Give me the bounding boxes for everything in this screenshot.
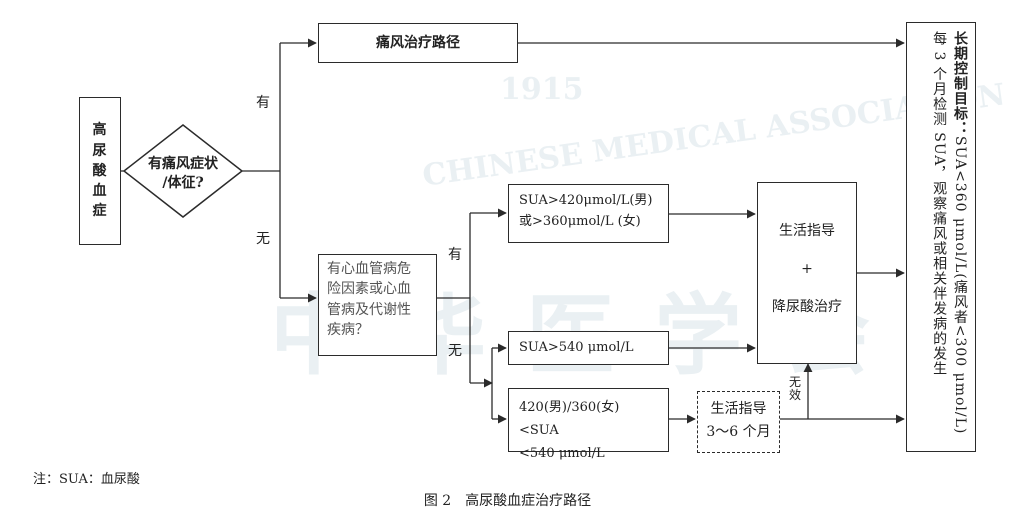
sua-range-line1: 420(男)/360(女)<SUA: [519, 400, 620, 438]
label-yes-cv: 有: [448, 247, 462, 263]
label-no-cv: 无: [448, 343, 462, 359]
treatment-line1: 生活指导: [779, 223, 835, 239]
decision-line1: 有痛风症状: [148, 156, 218, 172]
cv-line1: 有心血管病危: [327, 261, 411, 277]
node-treatment: 生活指导 + 降尿酸治疗: [757, 182, 857, 364]
node-long-term-goal: 长期控制目标：SUA<360 μmol/L(痛风者<300 μmol/L) 每 …: [906, 22, 976, 452]
goal-column-1: 长期控制目标：SUA<360 μmol/L(痛风者<300 μmol/L): [950, 31, 969, 443]
label-ineffective: 无效: [789, 375, 802, 403]
node-sua-male-female: SUA>420μmol/L(男) 或>360μmol/L (女): [508, 184, 669, 243]
sua-mf-line1: SUA>420μmol/L(男): [519, 193, 653, 208]
treatment-line2: +: [801, 260, 813, 277]
node-lifestyle-3-6: 生活指导 3～6 个月: [697, 391, 780, 453]
node-cv-question: 有心血管病危 险因素或心血 管病及代谢性 疾病？: [318, 254, 437, 356]
node-gout-path-label: 痛风治疗路径: [376, 34, 460, 51]
cv-line3: 管病及代谢性: [327, 301, 411, 318]
lifestyle-36-line1: 生活指导: [710, 401, 767, 417]
node-sua-540: SUA>540 μmol/L: [508, 331, 669, 365]
lifestyle-36-line2: 3～6 个月: [706, 424, 771, 441]
goal-title: 长期控制目标：: [952, 31, 968, 136]
decision-line2: /体征?: [162, 174, 204, 191]
goal-text-2: 每 3 个月检测 SUA，观察痛风或相关伴发病的发生: [931, 31, 948, 377]
treatment-line3: 降尿酸治疗: [772, 298, 842, 315]
sua-range-line2: <540 μmol/L: [519, 445, 605, 461]
node-hyperuricemia-label: 高尿酸血症: [92, 122, 108, 220]
goal-column-2: 每 3 个月检测 SUA，观察痛风或相关伴发病的发生: [929, 31, 948, 443]
figure-caption: 图 2 高尿酸血症治疗路径: [423, 493, 592, 509]
label-yes-gout: 有: [256, 95, 270, 111]
node-sua-540-label: SUA>540 μmol/L: [519, 340, 634, 355]
node-gout-path: 痛风治疗路径: [318, 23, 518, 63]
footnote: 注：SUA：血尿酸: [33, 472, 140, 487]
cv-line4: 疾病？: [327, 321, 369, 338]
node-hyperuricemia: 高尿酸血症: [79, 97, 121, 245]
sua-mf-line2: 或>360μmol/L (女): [519, 213, 641, 229]
cv-line2: 险因素或心血: [327, 281, 411, 298]
goal-text-1: SUA<360 μmol/L(痛风者<300 μmol/L): [952, 136, 968, 435]
label-no-gout: 无: [256, 231, 270, 247]
decision-diamond: [122, 124, 244, 218]
decision-label: 有痛风症状 /体征?: [133, 155, 233, 193]
node-sua-range: 420(男)/360(女)<SUA <540 μmol/L: [508, 388, 669, 461]
